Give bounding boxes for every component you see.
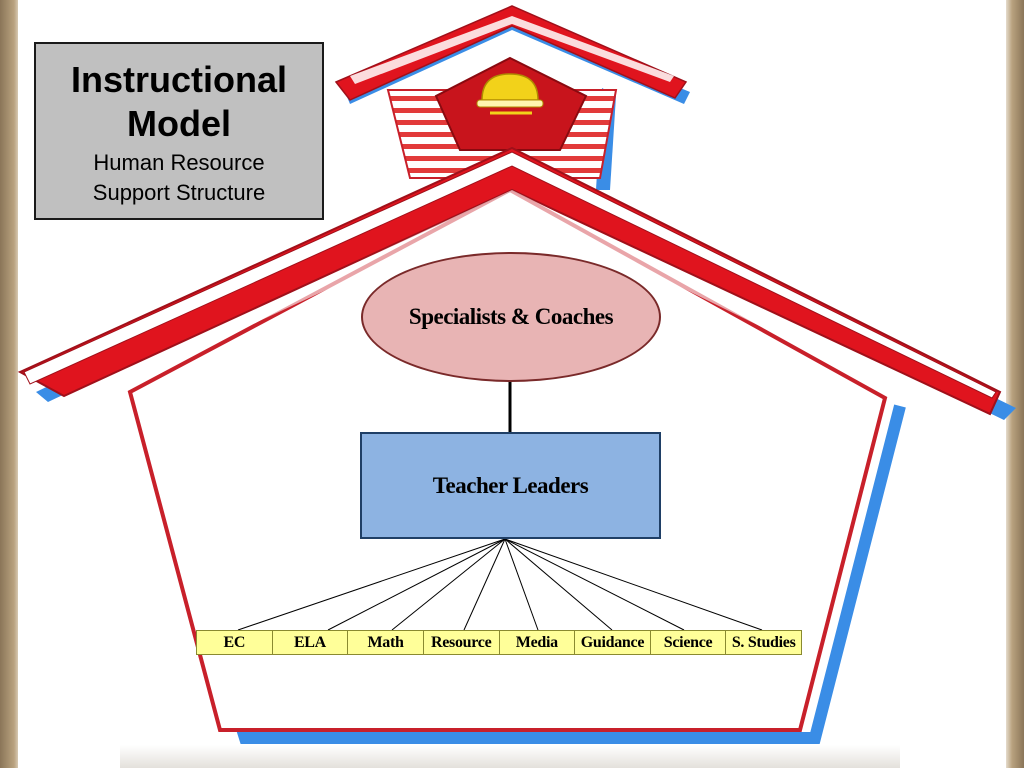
department-guidance: Guidance bbox=[575, 631, 651, 654]
title-heading: Instructional Model bbox=[36, 58, 322, 146]
department-ec: EC bbox=[197, 631, 273, 654]
bell-tower bbox=[334, 5, 690, 190]
department-media: Media bbox=[499, 631, 576, 654]
department-connectors bbox=[237, 538, 763, 631]
department-ela: ELA bbox=[272, 631, 349, 654]
title-subtitle: Human Resource Support Structure bbox=[36, 148, 322, 208]
department-math: Math bbox=[348, 631, 424, 654]
specialists-coaches-label: Specialists & Coaches bbox=[408, 304, 614, 329]
specialists-coaches-node: Specialists & Coaches bbox=[361, 252, 661, 382]
title-box: Instructional Model Human Resource Suppo… bbox=[34, 42, 324, 220]
floor-shadow bbox=[120, 745, 900, 768]
main-roof bbox=[17, 146, 1002, 416]
department-social-studies: S. Studies bbox=[726, 631, 801, 654]
teacher-leaders-node: Teacher Leaders bbox=[360, 432, 661, 539]
department-resource: Resource bbox=[423, 631, 500, 654]
departments-row: EC ELA Math Resource Media Guidance Scie… bbox=[196, 630, 802, 655]
subtitle-line-2: Support Structure bbox=[92, 180, 266, 205]
subtitle-line-1: Human Resource bbox=[93, 150, 265, 175]
title-text: Instructional Model bbox=[70, 59, 288, 144]
teacher-leaders-label: Teacher Leaders bbox=[432, 472, 589, 498]
department-science: Science bbox=[650, 631, 727, 654]
bell-icon bbox=[476, 73, 544, 115]
